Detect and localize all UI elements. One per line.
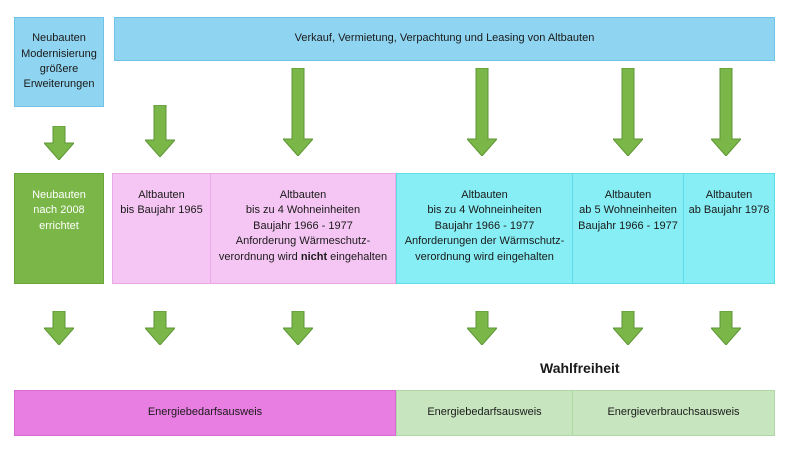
down-arrow-icon [44,126,74,160]
down-arrow-icon [145,105,175,157]
category-line: Altbauten [705,189,753,201]
category-line: bis Baujahr 1965 [120,204,203,217]
down-arrow-icon [613,68,643,156]
category-line: errichtet [39,219,79,232]
down-arrow-icon [711,68,741,156]
category-line: Anforderungen der Wärmschutz- [404,235,565,248]
category-line: Baujahr 1966 - 1977 [253,219,353,232]
category-line: Neubauten [32,189,86,201]
category-old-from-1978: Altbauten ab Baujahr 1978 [683,173,775,284]
category-line: Altbauten [461,189,508,201]
result-demand-certificate-option: Energiebedarfsausweis [396,390,572,436]
result-demand-certificate-required: Energiebedarfsausweis [14,390,396,436]
top-left-line: Erweiterungen [23,78,95,91]
down-arrow-icon [283,68,313,156]
category-line: Anforderung Wärmeschutz- [235,235,371,248]
category-line: ab Baujahr 1978 [688,204,770,217]
category-line: Baujahr 1966 - 1977 [434,219,535,232]
result-label: Energieverbrauchsausweis [607,406,740,419]
top-left-line: Modernisierung [21,47,97,60]
category-line: verordnung wird eingehalten [415,250,554,263]
down-arrow-icon [145,311,175,345]
result-label: Energiebedarfsausweis [427,406,542,419]
new-buildings-box: Neubauten Modernisierung größere Erweite… [14,17,104,107]
down-arrow-icon [467,68,497,156]
down-arrow-icon [711,311,741,345]
sale-rental-banner: Verkauf, Vermietung, Verpachtung und Lea… [114,17,775,61]
down-arrow-icon [467,311,497,345]
down-arrow-icon [613,311,643,345]
top-left-line: Neubauten [32,32,86,45]
category-line: Altbauten [604,189,652,201]
category-line: nach 2008 [33,204,85,217]
category-old-5-units: Altbauten ab 5 Wohneinheiten Baujahr 196… [572,173,683,284]
category-line: bis zu 4 Wohneinheiten [427,204,542,217]
category-line: Altbauten [279,189,327,201]
banner-text: Verkauf, Vermietung, Verpachtung und Lea… [294,32,595,45]
down-arrow-icon [44,311,74,345]
category-line-last: verordnung wird nicht eingehalten [218,250,388,263]
category-line: Altbauten [138,189,185,201]
category-old-until-1965: Altbauten bis Baujahr 1965 [112,173,210,284]
category-old-1966-1977-not-met: Altbauten bis zu 4 Wohneinheiten Baujahr… [210,173,396,284]
category-line: bis zu 4 Wohneinheiten [245,204,361,217]
category-line: Baujahr 1966 - 1977 [578,219,678,232]
emphasis-not: nicht [300,250,328,263]
category-line: ab 5 Wohneinheiten [579,204,677,217]
free-choice-label: Wahlfreiheit [540,360,620,376]
top-left-line: größere [39,63,79,75]
result-label: Energiebedarfsausweis [147,406,263,419]
category-old-1966-1977-met: Altbauten bis zu 4 Wohneinheiten Baujahr… [396,173,572,284]
category-new-buildings: Neubauten nach 2008 errichtet [14,173,104,284]
result-consumption-certificate-option: Energieverbrauchsausweis [572,390,775,436]
down-arrow-icon [283,311,313,345]
